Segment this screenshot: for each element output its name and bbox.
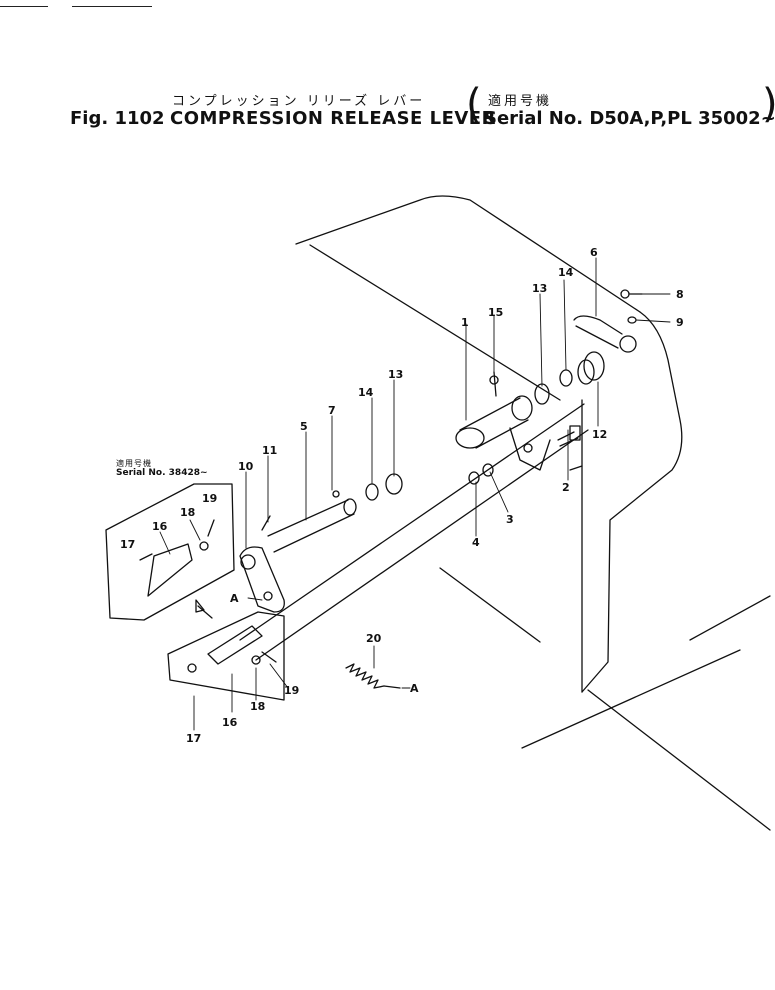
part-6-lever bbox=[573, 315, 637, 353]
callout-10: 10 bbox=[238, 460, 254, 473]
callout-6: 6 bbox=[590, 246, 598, 259]
callout-3: 3 bbox=[506, 513, 514, 526]
callout-1: 1 bbox=[461, 316, 469, 329]
part-7-pin bbox=[332, 490, 340, 498]
serial-japanese: 適用号機 bbox=[488, 94, 553, 109]
figure-title: COMPRESSION RELEASE LEVER bbox=[170, 108, 496, 129]
callout-15: 15 bbox=[488, 306, 504, 319]
top-rule-left bbox=[0, 6, 48, 7]
figure-number: Fig. 1102 bbox=[70, 108, 165, 129]
part-1-tube bbox=[455, 395, 551, 471]
callout-5: 5 bbox=[300, 420, 308, 433]
housing-outline bbox=[295, 195, 771, 831]
callout-17-inset: 17 bbox=[120, 538, 136, 551]
part-14-washer-left bbox=[365, 483, 379, 501]
lever-shaft bbox=[239, 403, 589, 661]
callout-14-right: 14 bbox=[558, 266, 574, 279]
callout-12: 12 bbox=[592, 428, 608, 441]
callout-16-inset: 16 bbox=[152, 520, 168, 533]
title-japanese: コンプレッション リリーズ レバー bbox=[172, 94, 426, 109]
top-rule-mid bbox=[72, 6, 152, 7]
inset-arrow bbox=[195, 599, 213, 619]
callout-7: 7 bbox=[328, 404, 336, 417]
part-13-bushing-left bbox=[385, 473, 403, 495]
callout-11: 11 bbox=[262, 444, 278, 457]
part-12-collar bbox=[577, 351, 605, 385]
callout-18-lower: 18 bbox=[250, 700, 266, 713]
part-2-bolt bbox=[557, 425, 581, 447]
callout-2: 2 bbox=[562, 481, 570, 494]
inset-box-upper bbox=[105, 483, 235, 621]
leader-lines bbox=[159, 257, 671, 731]
part-9-washer bbox=[627, 316, 637, 324]
part-11-spring-pin bbox=[261, 515, 271, 531]
callout-19-lower: 19 bbox=[284, 684, 300, 697]
callout-9: 9 bbox=[676, 316, 684, 329]
part-20-spring bbox=[345, 663, 401, 689]
inset-serial-japanese: 適用号機 bbox=[116, 459, 152, 468]
part-10-lever bbox=[239, 546, 285, 613]
callout-13-right: 13 bbox=[532, 282, 548, 295]
callout-14-left: 14 bbox=[358, 386, 374, 399]
callout-18-inset: 18 bbox=[180, 506, 196, 519]
callout-16-lower: 16 bbox=[222, 716, 238, 729]
part-13-bushing-right bbox=[534, 383, 550, 405]
callout-8: 8 bbox=[676, 288, 684, 301]
part-5-rod bbox=[267, 498, 357, 553]
callout-13-left: 13 bbox=[388, 368, 404, 381]
callout-20: 20 bbox=[366, 632, 382, 645]
serial-paren-close: ) bbox=[762, 84, 775, 124]
callout-a-lever: A bbox=[230, 592, 239, 605]
callout-4: 4 bbox=[472, 536, 480, 549]
part-14-washer-right bbox=[559, 369, 573, 387]
part-4-nut bbox=[468, 471, 480, 485]
callout-a-spring: A bbox=[410, 682, 419, 695]
inset-serial-text: Serial No. 38428~ bbox=[116, 468, 208, 478]
part-8-bolt bbox=[620, 289, 643, 299]
part-15-fitting bbox=[489, 371, 499, 397]
callout-19-inset: 19 bbox=[202, 492, 218, 505]
part-3-washer bbox=[482, 463, 494, 477]
serial-applicability: Serial No. D50A,P,PL 35002~ bbox=[484, 108, 775, 129]
serial-paren-open: ( bbox=[466, 81, 482, 127]
callout-17-lower: 17 bbox=[186, 732, 202, 745]
inset-box-lower bbox=[167, 611, 285, 701]
